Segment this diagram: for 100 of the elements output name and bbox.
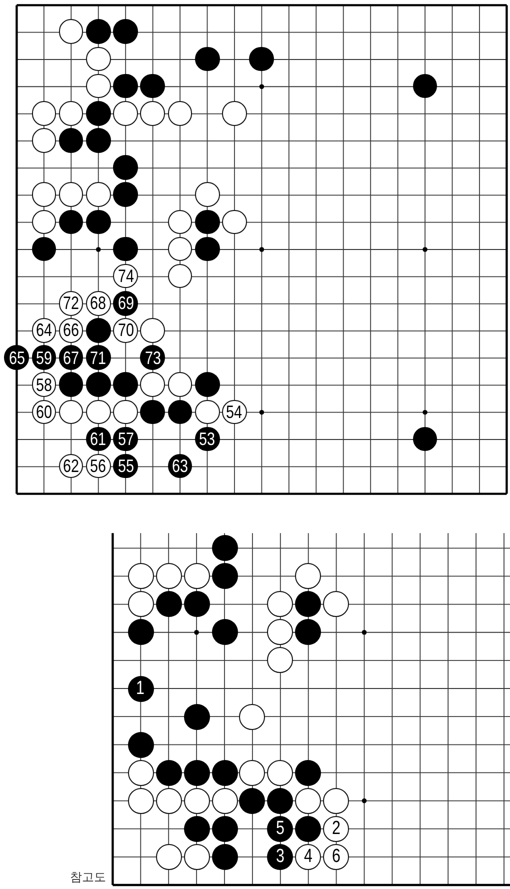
go-stone <box>113 236 138 262</box>
go-stone <box>140 100 166 126</box>
go-stone <box>58 210 84 234</box>
go-stone <box>168 236 192 262</box>
go-stone <box>156 591 182 618</box>
go-stone <box>194 182 220 208</box>
move-number: 56 <box>90 457 106 476</box>
move-number: 4 <box>304 847 313 866</box>
go-stone <box>184 788 210 814</box>
move-number: 60 <box>36 402 52 421</box>
go-board <box>111 532 510 887</box>
go-stone <box>58 290 84 316</box>
go-stone <box>58 345 84 370</box>
go-stone <box>58 372 84 398</box>
go-stone <box>32 236 56 262</box>
go-stone <box>140 74 166 98</box>
go-stone <box>184 591 210 618</box>
move-number: 74 <box>118 267 134 286</box>
go-stone <box>212 535 238 562</box>
go-stone <box>86 74 111 98</box>
go-stone <box>32 128 56 153</box>
go-stone <box>212 816 238 842</box>
go-stone <box>184 563 210 590</box>
go-stone <box>128 676 154 702</box>
go-stone <box>58 100 84 126</box>
move-number: 72 <box>63 294 80 312</box>
move-number: 59 <box>36 348 52 367</box>
go-stone <box>184 704 210 730</box>
go-stone <box>128 788 154 814</box>
go-stone <box>113 182 138 208</box>
go-stone <box>86 400 111 424</box>
go-stone <box>32 345 56 370</box>
go-stone <box>194 46 220 72</box>
move-number: 2 <box>332 819 341 838</box>
go-stone <box>113 74 138 98</box>
move-number: 68 <box>90 294 106 312</box>
go-stone <box>168 400 192 424</box>
go-stone <box>323 816 350 842</box>
move-number: 63 <box>172 457 188 476</box>
go-stone <box>323 844 350 870</box>
go-stone <box>239 704 266 730</box>
go-stone <box>32 318 56 343</box>
go-stone <box>212 844 238 870</box>
move-number: 73 <box>144 348 161 367</box>
go-stone <box>168 264 192 288</box>
go-stone <box>113 454 138 478</box>
go-stone <box>32 400 56 424</box>
move-number: 54 <box>226 402 242 421</box>
go-stone <box>267 788 294 814</box>
go-stone <box>295 816 322 842</box>
go-stone <box>267 816 294 842</box>
move-number: 5 <box>276 819 285 838</box>
go-stone <box>128 732 154 758</box>
move-number: 66 <box>63 321 80 340</box>
go-stone <box>140 372 166 398</box>
go-stone <box>86 19 111 44</box>
go-stone <box>295 591 322 618</box>
go-stone <box>212 619 238 646</box>
go-stone <box>58 454 84 478</box>
go-stone <box>295 844 322 870</box>
go-stone <box>212 788 238 814</box>
go-stone <box>113 400 138 424</box>
go-stone <box>323 788 350 814</box>
move-number: 67 <box>63 348 80 367</box>
move-number: 6 <box>332 847 341 866</box>
go-stone <box>267 647 294 674</box>
go-stone <box>86 290 111 316</box>
move-number: 70 <box>118 321 134 340</box>
go-stone <box>58 318 84 343</box>
go-stone <box>267 844 294 870</box>
go-stone <box>86 46 111 72</box>
go-stone <box>113 426 138 452</box>
go-stone <box>128 619 154 646</box>
go-stone <box>295 760 322 786</box>
go-board <box>4 4 510 495</box>
go-stone <box>140 400 166 424</box>
move-number: 62 <box>63 457 80 476</box>
go-stone <box>212 563 238 590</box>
go-stone <box>86 318 111 343</box>
move-number: 1 <box>136 679 145 698</box>
go-stone <box>113 372 138 398</box>
diagram-caption: 참고도 <box>70 870 106 884</box>
go-stone <box>58 400 84 424</box>
go-stone <box>32 372 56 398</box>
go-stone <box>323 591 350 618</box>
go-stone <box>222 100 247 126</box>
go-stone <box>113 155 138 180</box>
go-stone <box>168 210 192 234</box>
go-stone <box>86 426 111 452</box>
go-stone <box>212 760 238 786</box>
move-number: 61 <box>90 430 106 448</box>
go-stone <box>32 182 56 208</box>
go-stone <box>128 760 154 786</box>
go-stone <box>86 345 111 370</box>
go-stone <box>184 760 210 786</box>
go-stone <box>113 290 138 316</box>
go-stone <box>86 372 111 398</box>
go-stone <box>86 454 111 478</box>
go-stone <box>4 345 30 370</box>
go-stone <box>194 236 220 262</box>
